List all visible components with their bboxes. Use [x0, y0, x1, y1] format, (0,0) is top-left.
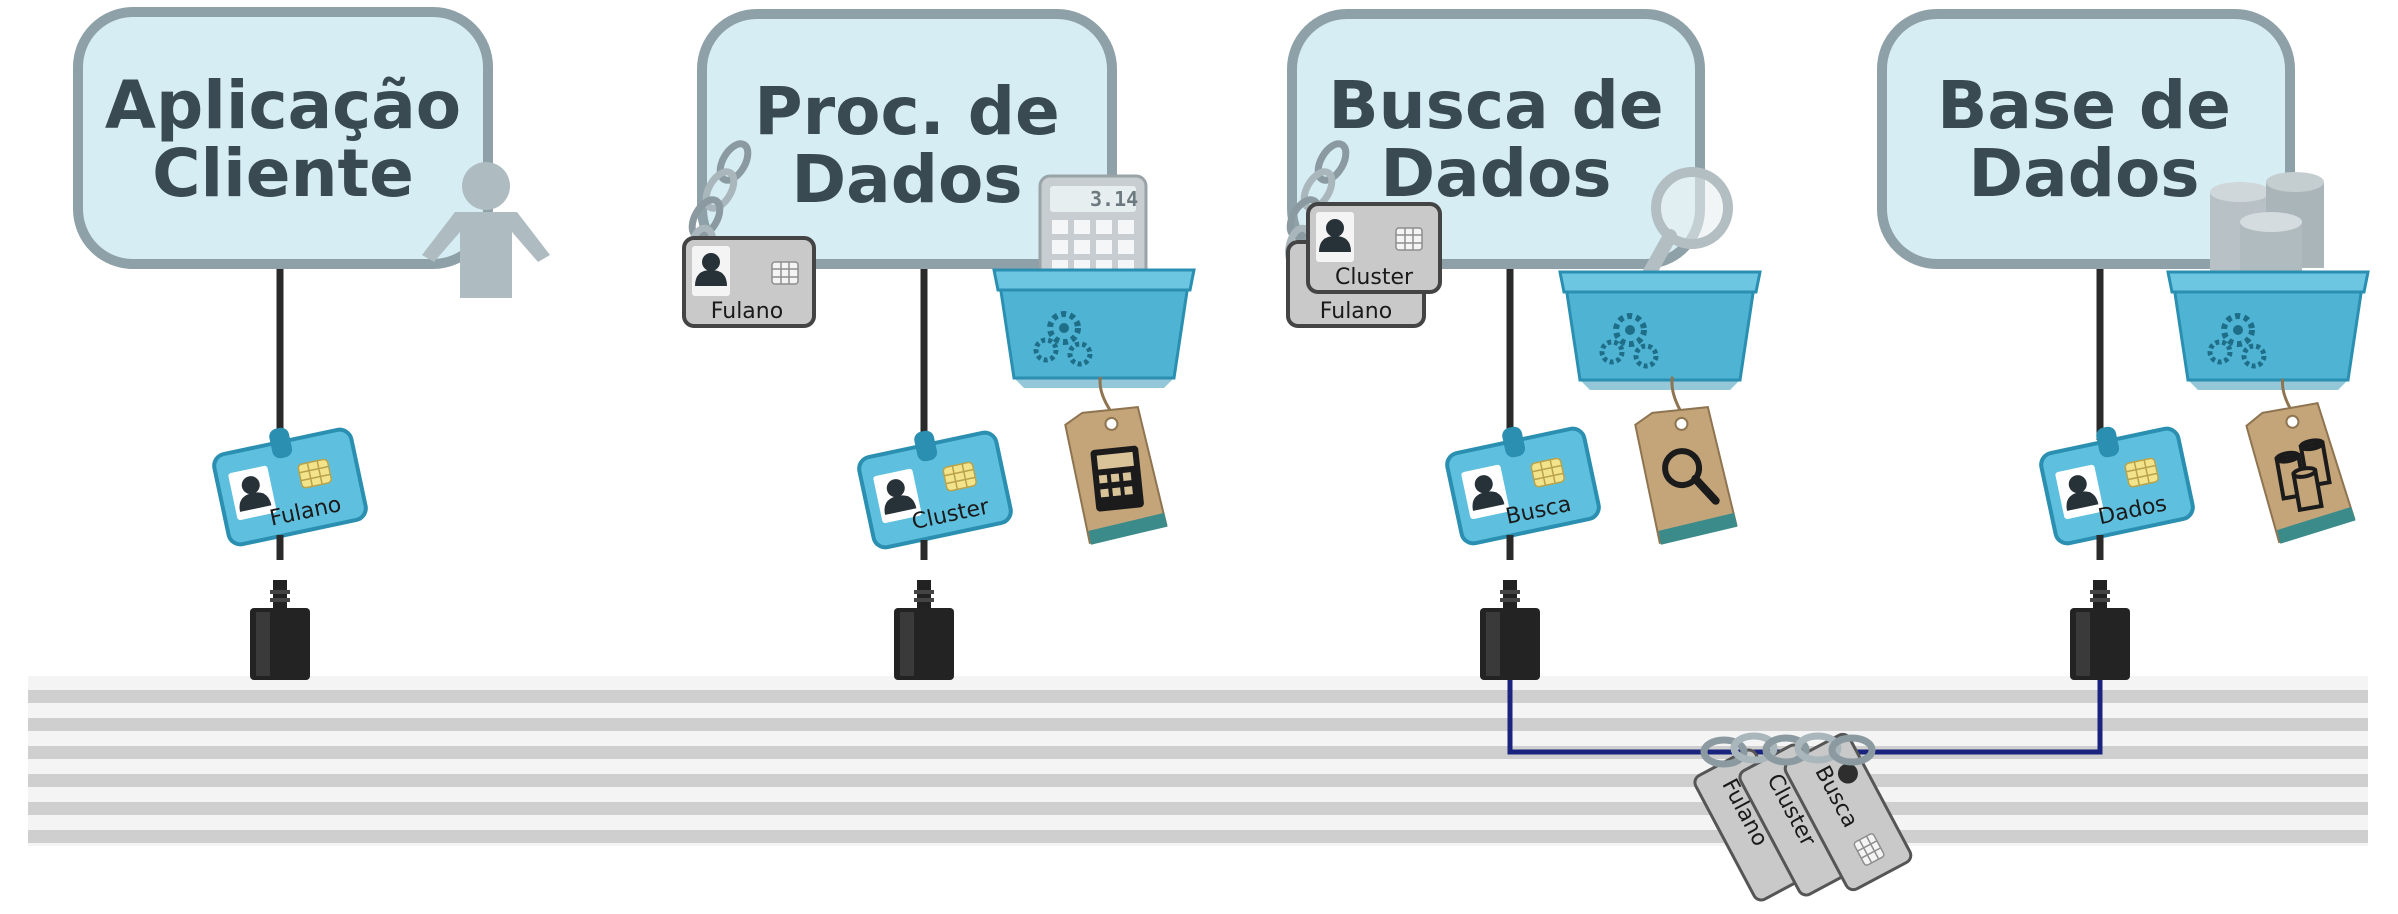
connector-plug — [1480, 580, 1540, 680]
service-title-line2: Dados — [791, 141, 1022, 218]
card-label: Fulano — [711, 299, 783, 324]
id-badge-busca: Busca — [1445, 426, 1601, 546]
card-label-fulano: Fulano — [1320, 299, 1392, 324]
service-title-line1: Base de — [1937, 67, 2231, 144]
magnifier-icon — [1633, 167, 1733, 297]
chain-link-icon — [1700, 732, 1876, 768]
connector-plug — [2070, 580, 2130, 680]
service-title-line1: Aplicação — [105, 67, 461, 144]
connector-plug — [250, 580, 310, 680]
bus-tag-busca: Busca — [1783, 732, 1913, 892]
chained-card-fulano: Fulano — [682, 139, 816, 328]
database-tag — [2243, 378, 2359, 547]
connector-plug — [894, 580, 954, 680]
database-icon — [2210, 172, 2324, 298]
chained-cards: Fulano Cluster — [1284, 139, 1442, 328]
service-title-line1: Proc. de — [754, 73, 1059, 150]
card-label-cluster: Cluster — [1335, 265, 1414, 290]
calculator-display: 3.14 — [1090, 187, 1138, 211]
service-title-line2: Dados — [1380, 135, 1611, 212]
calculator-tag — [1063, 376, 1170, 548]
gear-basket-icon — [994, 270, 1194, 388]
service-title-line1: Busca de — [1328, 67, 1663, 144]
gear-basket-icon — [1560, 272, 1760, 390]
magnifier-tag — [1633, 376, 1740, 548]
service-title-line2: Cliente — [152, 135, 414, 212]
service-box-proc-de-dados — [697, 9, 1117, 269]
service-box-aplicacao-cliente — [73, 7, 493, 269]
bus-tag-bundle: Fulano Cluster Busca — [1693, 732, 1913, 902]
service-busca-de-dados: Busca de Dados Fulano Cluster — [1284, 9, 1760, 680]
service-proc-de-dados: Proc. de Dados Fulano 3.14 — [682, 9, 1194, 680]
service-box-busca-de-dados — [1287, 9, 1705, 269]
user-icon — [422, 162, 550, 298]
service-aplicacao-cliente: Aplicação Cliente Fulano — [73, 7, 550, 680]
id-badge-fulano: Fulano — [212, 427, 368, 547]
service-box-base-de-dados — [1877, 9, 2295, 269]
network-bus — [28, 676, 2368, 846]
gear-basket-icon — [2168, 272, 2368, 390]
id-badge-cluster: Cluster — [857, 430, 1013, 550]
service-base-de-dados: Base de Dados — [1877, 9, 2368, 680]
service-title-line2: Dados — [1968, 135, 2199, 212]
id-badge-dados: Dados — [2039, 426, 2195, 546]
